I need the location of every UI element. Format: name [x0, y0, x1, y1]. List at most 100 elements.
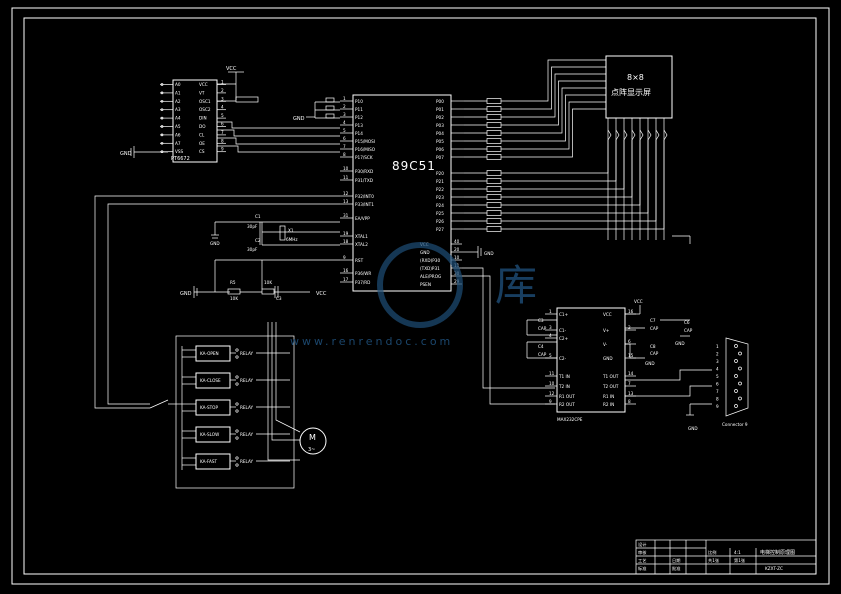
max-cap-c3-val: CAP — [538, 326, 547, 331]
kb-left-pin: VSS — [175, 149, 184, 154]
mcu-left-pin-num: 8 — [343, 152, 346, 157]
crystal-value: 6MHz — [286, 237, 298, 242]
kb-right-pin: OE — [199, 141, 205, 146]
mcu-left-pin: XTAL1 — [355, 234, 368, 239]
mcu-right-top-pin: P02 — [436, 115, 444, 120]
mcu-left-pin-num: 11 — [343, 175, 349, 180]
motor: M 3~ — [267, 322, 327, 461]
mcu-right-top-pin: P06 — [436, 147, 444, 152]
display-subtitle: 点阵显示屏 — [611, 87, 651, 97]
max-left-pin-num: 11 — [549, 371, 555, 376]
kb-right-pin-num: 2 — [221, 88, 224, 93]
kb-mcu-bus: GND — [217, 97, 340, 153]
display-title: 8×8 — [627, 73, 644, 82]
mcu-right-bot-pin-num: 40 — [454, 239, 460, 244]
max-right-pin-num: 6 — [628, 339, 631, 344]
kb-left-pin: A0 — [175, 82, 181, 87]
mcu-left-pin: P15/MOSI — [355, 139, 375, 144]
max-right-pin-num: 16 — [628, 309, 634, 314]
max-right-pin: GND — [603, 356, 613, 361]
connector-label: Connector 9 — [722, 422, 748, 427]
watermark-char: 库 — [495, 261, 537, 310]
mcu-left-pin: P12 — [355, 115, 363, 120]
mcu-right-bot-pin: GND — [420, 250, 430, 255]
kb-right-pin-num: 5 — [221, 113, 224, 118]
max-right-pin-num: 14 — [628, 371, 634, 376]
max-left-pin-num: 9 — [549, 399, 552, 404]
mcu-left-pin: P14 — [355, 131, 363, 136]
tb-total: 共1张 — [708, 557, 720, 564]
mcu-left-pin: P17/SCK — [355, 155, 373, 160]
gnd-label-buttons: GND — [293, 116, 305, 122]
max-cap-c8-val: CAP — [650, 351, 659, 356]
gnd-label-keyboard: GND — [120, 151, 132, 157]
max232-name: MAX232CPE — [557, 417, 583, 422]
mcu-left-pin: P16/MISO — [355, 147, 376, 152]
max-left-pin-num: 3 — [549, 325, 552, 330]
mcu-left-pin: P31/TXD — [355, 178, 373, 183]
mcu-right-mid-pin: P25 — [436, 211, 444, 216]
kb-right-pin-num: 1 — [221, 80, 224, 85]
max-right-pin-num: 7 — [628, 381, 631, 386]
kb-right-pin: VCC — [199, 82, 208, 87]
tb-sheet: 第1张 — [734, 557, 746, 564]
mcu-right-bot-pin: (RXD)P30 — [420, 258, 440, 263]
kb-right-pin: DO — [199, 124, 206, 129]
mcu-left-pin: RST — [355, 258, 364, 263]
kb-right-pin: OSC1 — [199, 99, 211, 104]
drawing-border-outer — [11, 7, 830, 585]
mcu-left-pin-num: 17 — [343, 277, 349, 282]
mcu-serial-lines: GND — [462, 246, 555, 405]
title-block: 设计 审核 工艺 标准 批准 比例 4:1 共1张 第1张 电梯控制原理图 KZ… — [635, 539, 817, 575]
max-right-pin: V- — [603, 342, 608, 347]
db9-pin-num: 3 — [716, 359, 719, 364]
max-left-pin: T1 IN — [558, 374, 570, 379]
kb-right-pin-num: 7 — [221, 130, 224, 135]
relay-value: RELAY — [240, 405, 254, 410]
gnd-label-max-top: GND — [675, 341, 685, 346]
gnd-label-max-mid: GND — [645, 361, 655, 366]
relay-name: KA-STOP — [200, 405, 218, 410]
relay-value: RELAY — [240, 351, 254, 356]
vcc-label-reset: VCC — [316, 291, 327, 297]
max-left-pin: R2 OUT — [559, 402, 575, 407]
max-right-pin: R1 IN — [603, 394, 614, 399]
db9-pin-num: 4 — [716, 367, 719, 372]
kb-left-pin: A3 — [175, 107, 181, 112]
mcu-left-pin: P32/INT0 — [355, 194, 374, 199]
mcu-left-pin: P10 — [355, 99, 363, 104]
mcu-name: 89C51 — [392, 159, 436, 173]
mcu-left-pin-num: 5 — [343, 128, 346, 133]
mcu-right-mid-pin: P23 — [436, 195, 444, 200]
r6-label: 10K — [264, 280, 272, 285]
mcu-right-top-pin: P05 — [436, 139, 444, 144]
mcu-right-top-pin: P07 — [436, 155, 444, 160]
reset-circuit: GND R5 10K 10K C3 VCC — [180, 259, 340, 301]
mcu-left-pin-num: 6 — [343, 136, 346, 141]
max-left-pin-num: 10 — [549, 381, 555, 386]
mcu-right-top-pin: P03 — [436, 123, 444, 128]
vcc-label-max: VCC — [634, 299, 643, 304]
kb-right-pin: VT — [199, 90, 205, 95]
mcu-right-bot-pin: ALE/PROG — [420, 274, 441, 279]
max-right-pin-num: 2 — [628, 325, 631, 330]
mcu-right-mid-pin: P21 — [436, 179, 444, 184]
max-right-pin: V+ — [603, 328, 610, 333]
relay-value: RELAY — [240, 459, 254, 464]
mcu-left-pin-num: 3 — [343, 112, 346, 117]
mcu-left-pin-num: 19 — [343, 231, 349, 236]
max-left-pin: C2+ — [559, 336, 569, 341]
relay-feed-lines — [94, 195, 340, 409]
relay-value: RELAY — [240, 432, 254, 437]
kb-right-pin: OSC2 — [199, 107, 211, 112]
tb-approve: 批准 — [672, 565, 680, 572]
kb-left-pin: A5 — [175, 124, 181, 129]
mcu-left-pin: P37/RD — [355, 280, 370, 285]
mcu-left-pin-num: 31 — [343, 213, 349, 218]
mcu-right-mid-pin: P26 — [436, 219, 444, 224]
relay-value: RELAY — [240, 378, 254, 383]
